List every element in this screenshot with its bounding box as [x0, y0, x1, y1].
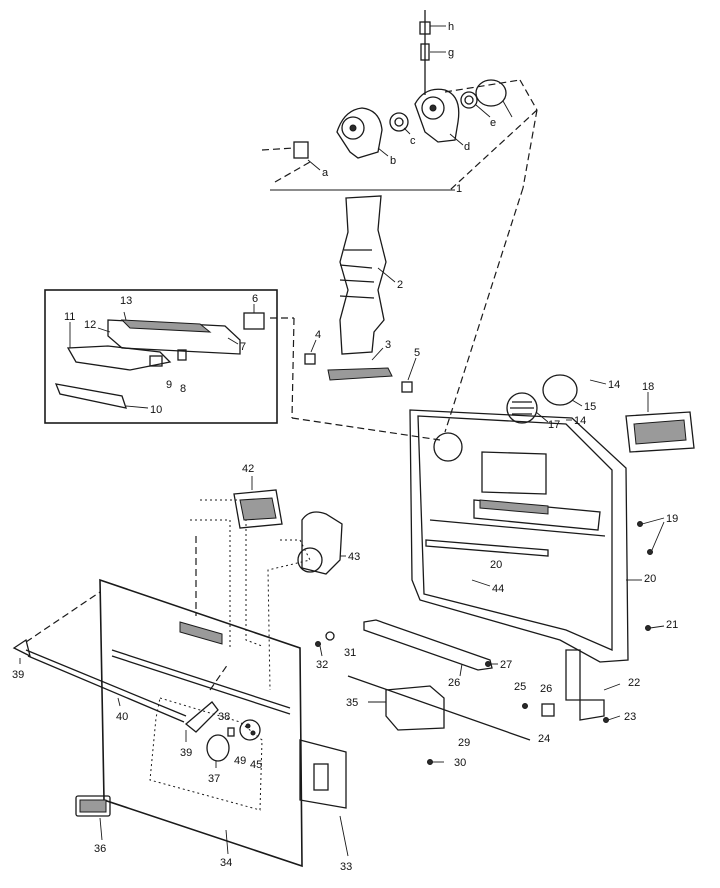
callout-23: 23 [624, 711, 636, 723]
callout-7: 7 [240, 341, 246, 353]
callout-8: 8 [180, 383, 186, 395]
callout-4: 4 [315, 329, 321, 341]
badge-part [75, 795, 111, 841]
callout-40: 40 [116, 711, 128, 723]
callout-29: 29 [458, 737, 470, 749]
callout-35: 35 [346, 697, 358, 709]
callout-20a: 20 [644, 573, 656, 585]
callout-37: 37 [208, 773, 220, 785]
callout-25: 25 [514, 681, 526, 693]
callout-1: 1 [456, 183, 462, 195]
callout-a: a [322, 167, 329, 179]
callout-43: 43 [348, 551, 360, 563]
callout-6: 6 [252, 293, 258, 305]
callout-24: 24 [538, 733, 550, 745]
outer-door-panel [12, 499, 349, 868]
callout-27: 27 [500, 659, 512, 671]
callout-12: 12 [84, 319, 96, 331]
callout-30: 30 [454, 757, 466, 769]
callout-17: 17 [548, 419, 560, 431]
callout-39a: 39 [12, 669, 24, 681]
callout-h: h [448, 21, 454, 33]
callout-labels: h g e c d b a 1 2 3 4 5 6 13 11 12 7 9 8… [12, 21, 678, 873]
callout-d: d [464, 141, 470, 153]
callout-26a: 26 [448, 677, 460, 689]
callout-g: g [448, 47, 454, 59]
callout-39b: 39 [180, 747, 192, 759]
callout-15: 15 [584, 401, 596, 413]
callout-19: 19 [666, 513, 678, 525]
callout-10: 10 [150, 404, 162, 416]
callout-36: 36 [94, 843, 106, 855]
callout-45: 45 [250, 759, 262, 771]
callout-33: 33 [340, 861, 352, 873]
duct-assembly [304, 195, 417, 393]
callout-9: 9 [166, 379, 172, 391]
callout-5: 5 [414, 347, 420, 359]
callout-2: 2 [397, 279, 403, 291]
callout-14b: 14 [574, 415, 586, 427]
blower-assembly [261, 10, 513, 191]
switch-and-timer [233, 476, 346, 575]
callout-49: 49 [234, 755, 246, 767]
callout-31: 31 [344, 647, 356, 659]
callout-11: 11 [64, 311, 75, 323]
callout-44: 44 [492, 583, 504, 595]
callout-26b: 26 [540, 683, 552, 695]
callout-3: 3 [385, 339, 391, 351]
callout-34: 34 [220, 857, 232, 869]
callout-c: c [410, 135, 416, 147]
callout-20b: 20 [490, 559, 502, 571]
inner-door-panel [347, 374, 695, 765]
callout-18: 18 [642, 381, 654, 393]
callout-14a: 14 [608, 379, 620, 391]
dashed-connector-lines [270, 79, 538, 441]
callout-22: 22 [628, 677, 640, 689]
callout-38: 38 [218, 711, 230, 723]
callout-13: 13 [120, 295, 132, 307]
inset-detail-box [44, 289, 278, 424]
callout-42: 42 [242, 463, 254, 475]
callout-e: e [490, 117, 496, 129]
callout-21: 21 [666, 619, 678, 631]
callout-32: 32 [316, 659, 328, 671]
callout-b: b [390, 155, 396, 167]
